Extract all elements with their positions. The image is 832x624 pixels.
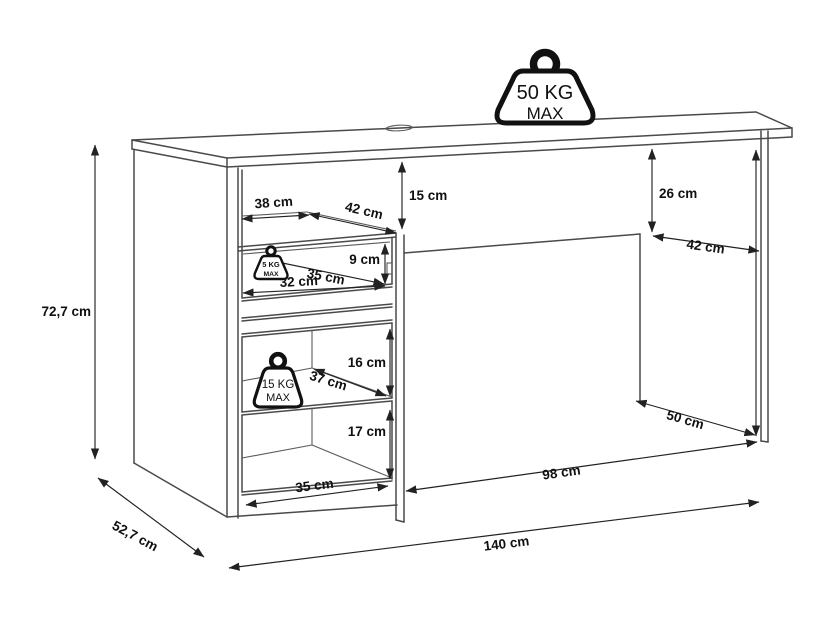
dim-side-panel-depth: 50 cm [635, 399, 756, 437]
dim-middle-shelf-depth: 37 cm [308, 368, 387, 397]
dim-niche-width: 38 cm [241, 194, 310, 223]
weight-badge-5kg: 5 KG MAX [253, 245, 289, 281]
dim-legroom-width: 98 cm [405, 439, 758, 494]
dim-niche-height: 15 cm [397, 161, 447, 230]
dim-overall-height: 72,7 cm [41, 144, 100, 460]
dim-middle-shelf-height: 16 cm [348, 328, 395, 397]
dim-label-side-panel-depth: 50 cm [665, 407, 706, 432]
desktop [131, 111, 793, 168]
dim-label-bottom-shelf-height: 17 cm [348, 424, 386, 439]
weight-badge-15kg-value: 15 KG [262, 379, 295, 391]
right-side-panel [760, 130, 769, 443]
dim-drawer-width: 32 cm [242, 273, 386, 297]
weight-badge-15kg: 15 KG MAX [252, 351, 304, 409]
weight-badge-50kg-value: 50 KG [517, 82, 574, 104]
dim-label-legroom-width: 98 cm [541, 462, 581, 482]
dim-label-overall-width: 140 cm [483, 533, 530, 553]
dim-label-niche-height: 15 cm [409, 188, 447, 203]
dim-overall-width: 140 cm [228, 499, 760, 571]
left-side-panel [133, 149, 239, 519]
bottom-shelf-compartment [226, 400, 398, 518]
weight-badge-15kg-max: MAX [266, 392, 291, 404]
dim-label-middle-shelf-height: 16 cm [348, 355, 386, 370]
dim-label-apron-height: 26 cm [659, 186, 697, 201]
dim-label-drawer-width: 32 cm [279, 273, 318, 290]
dim-bottom-shelf-height: 17 cm [348, 409, 395, 480]
dim-label-apron-to-leg-depth: 42 cm [686, 236, 726, 256]
dim-label-drawer-height: 9 cm [349, 252, 380, 267]
weight-badge-50kg-max: MAX [527, 104, 564, 123]
dim-bottom-shelf-width: 35 cm [245, 476, 389, 508]
dim-label-overall-depth: 52,7 cm [110, 518, 161, 555]
back-apron [403, 233, 641, 403]
dim-label-overall-height: 72,7 cm [41, 304, 91, 319]
dim-apron-to-leg-depth: 42 cm [652, 233, 760, 257]
weight-badge-50kg: 50 KG MAX [494, 48, 596, 126]
cable-grommet-hole [385, 124, 413, 132]
pedestal-right-post [395, 232, 405, 523]
weight-badge-5kg-max: MAX [263, 271, 279, 278]
dim-apron-height: 26 cm [647, 148, 697, 233]
dim-label-middle-shelf-depth: 37 cm [308, 368, 349, 394]
dim-overall-depth: 52,7 cm [97, 477, 205, 558]
dim-label-bottom-shelf-width: 35 cm [295, 476, 335, 496]
dim-label-drawer-depth: 35 cm [306, 266, 346, 288]
drawer-front [241, 303, 393, 338]
weight-badge-5kg-value: 5 KG [262, 260, 280, 269]
dim-label-niche-depth: 42 cm [344, 199, 385, 222]
dim-label-niche-width: 38 cm [254, 194, 293, 212]
